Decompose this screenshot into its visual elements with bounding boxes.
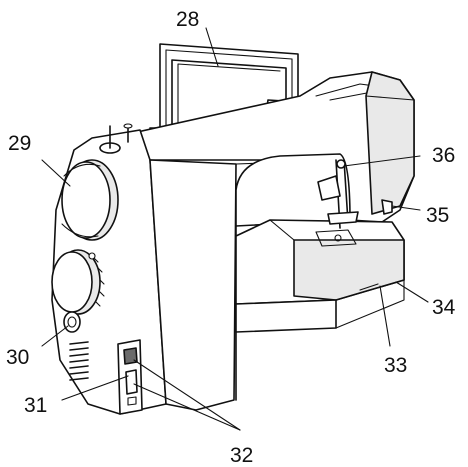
leader-34 bbox=[395, 281, 429, 303]
leader-31 bbox=[61, 375, 129, 401]
callout-32: 32 bbox=[230, 444, 253, 467]
spool-pin bbox=[99, 123, 133, 154]
leader-35 bbox=[391, 205, 421, 211]
callout-29: 29 bbox=[8, 132, 31, 155]
hand-wheel bbox=[61, 159, 119, 241]
callout-30: 30 bbox=[6, 346, 29, 369]
leader-30 bbox=[41, 325, 69, 347]
stitch-dial bbox=[51, 249, 105, 315]
power-switch-panel bbox=[117, 339, 143, 415]
callout-28: 28 bbox=[176, 8, 199, 31]
leader-lines bbox=[41, 27, 429, 431]
leader-28 bbox=[205, 27, 219, 67]
machine-top-arm bbox=[91, 71, 415, 223]
callout-34: 34 bbox=[432, 296, 456, 319]
callout-36: 36 bbox=[432, 144, 455, 167]
callout-31: 31 bbox=[24, 394, 47, 417]
vent-slots bbox=[69, 341, 89, 381]
leader-36 bbox=[343, 155, 421, 167]
needle-area bbox=[317, 159, 393, 229]
leader-29 bbox=[41, 159, 71, 187]
leader-32a bbox=[133, 359, 241, 431]
callout-35: 35 bbox=[426, 204, 449, 227]
leader-33 bbox=[379, 285, 391, 347]
leader-32b bbox=[133, 383, 241, 431]
callout-33: 33 bbox=[384, 354, 407, 377]
small-knob bbox=[63, 311, 81, 333]
free-arm-bed bbox=[235, 219, 405, 333]
